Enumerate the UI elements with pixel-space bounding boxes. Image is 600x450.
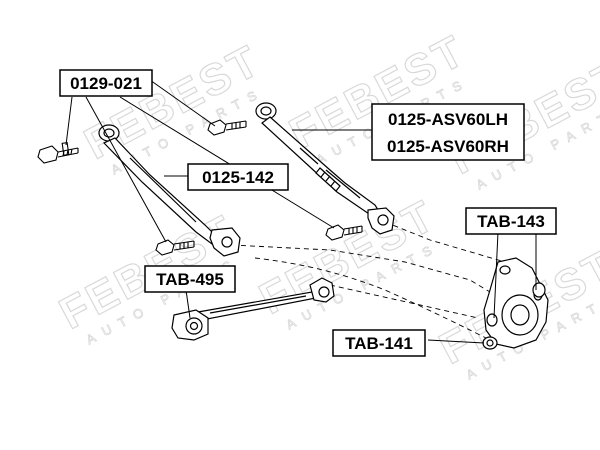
- label-tab-143: TAB-143: [465, 207, 557, 235]
- label-tab-143-text: TAB-143: [477, 212, 545, 231]
- assembly-dashed-lines: [231, 221, 506, 341]
- bolt-right: [325, 224, 363, 241]
- bolt-middle: [155, 239, 195, 256]
- label-tab-141-text: TAB-141: [345, 334, 413, 353]
- bolt-top: [207, 119, 247, 136]
- label-tab-495: TAB-495: [144, 265, 236, 293]
- label-tab-141: TAB-141: [332, 329, 426, 357]
- lower-control-arm: [98, 124, 241, 257]
- label-0125-asv60: 0125-ASV60LH 0125-ASV60RH: [371, 103, 525, 161]
- rear-knuckle: [482, 257, 549, 350]
- label-0125-142-text: 0125-142: [202, 168, 274, 187]
- label-0125-asv60lh-text: 0125-ASV60LH: [388, 110, 508, 129]
- label-0129-021: 0129-021: [59, 69, 153, 97]
- upper-control-arm: [255, 102, 395, 235]
- trailing-arm: [171, 277, 335, 341]
- label-0125-142: 0125-142: [187, 163, 289, 191]
- label-0129-021-text: 0129-021: [70, 74, 142, 93]
- leader-lines: [65, 79, 537, 344]
- label-0125-asv60rh-text: 0125-ASV60RH: [387, 137, 509, 156]
- label-tab-495-text: TAB-495: [156, 270, 224, 289]
- bolt-left: [37, 142, 79, 164]
